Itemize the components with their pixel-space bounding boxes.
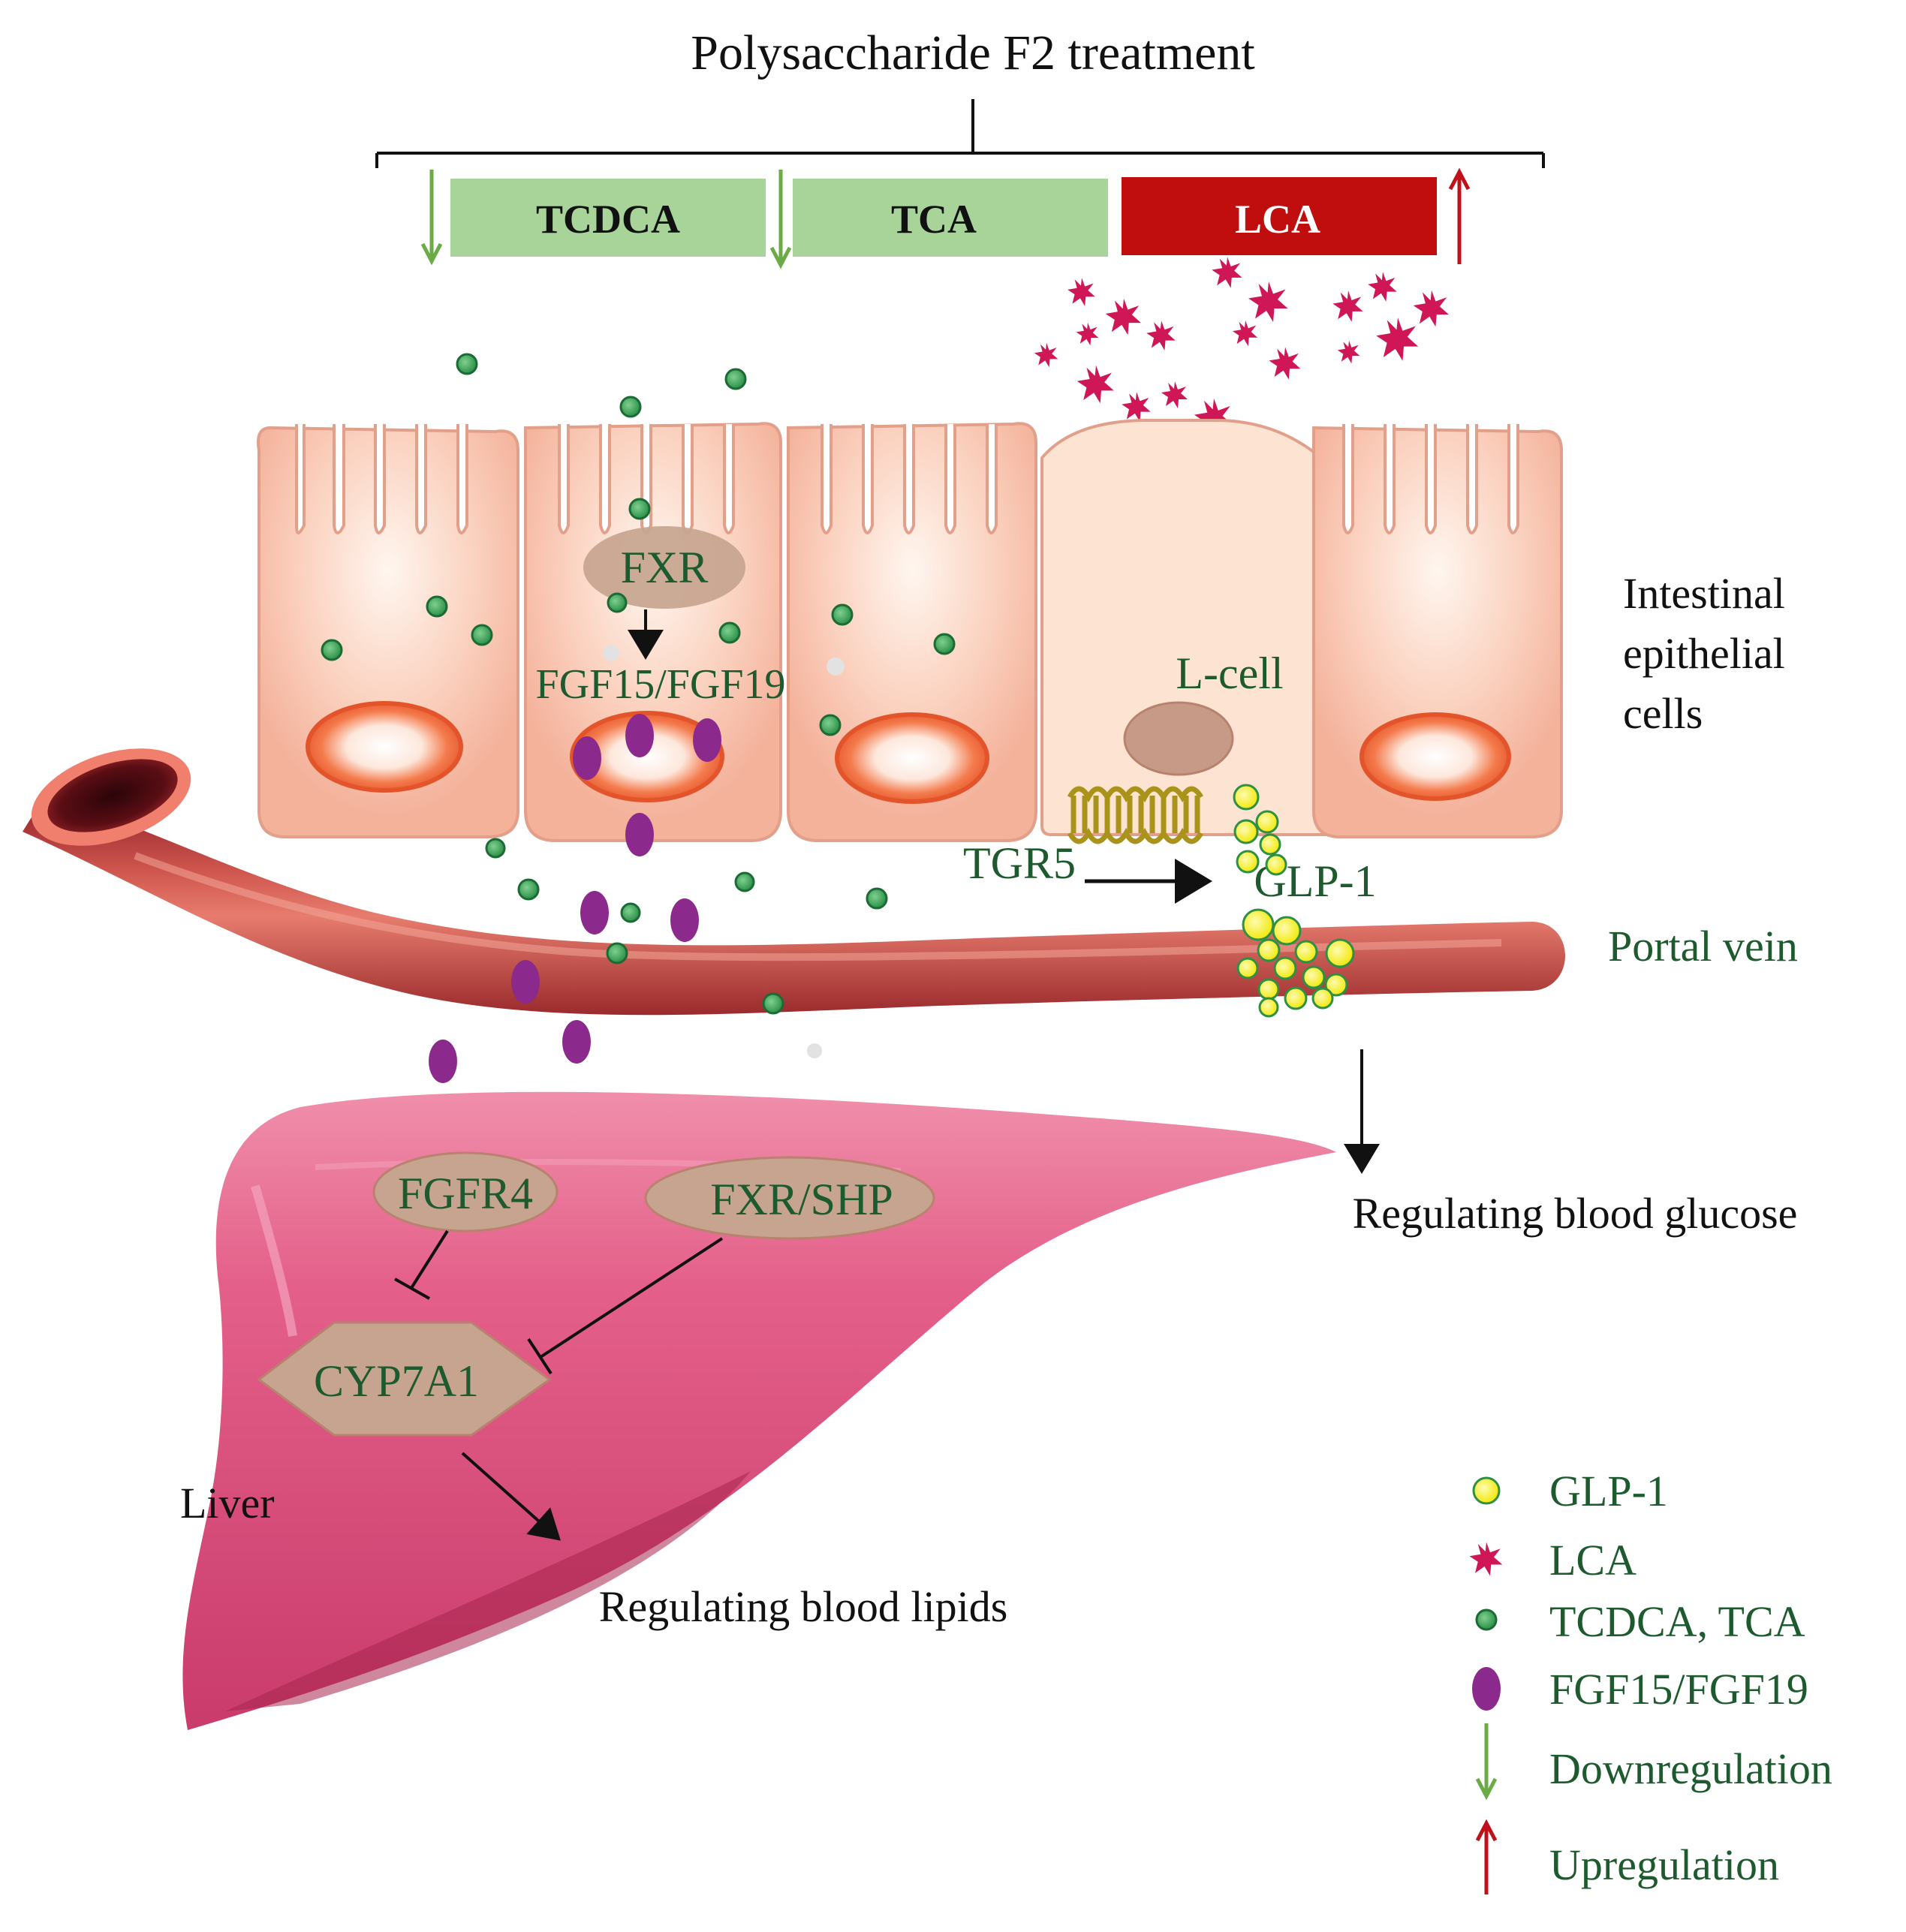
tcdca-tca-dot-icon [1475,1608,1498,1631]
tcdca-tca-dots [321,353,956,1156]
tcdca-down-arrow-icon [420,170,443,266]
nucleus-5 [1359,712,1511,801]
intestinal-cell-3 [787,422,1037,842]
legend-item-fgf: FGF15/FGF19 [1472,1665,1808,1714]
legend-label-down: Downregulation [1549,1744,1832,1793]
intestinal-cell-5 [1312,424,1563,838]
fgfr4-receptor: FGFR4 [372,1151,559,1232]
tcdca-bar-label: TCDCA [536,197,680,242]
legend-label-glp1: GLP-1 [1549,1467,1668,1515]
fxr-receptor: FXR [583,526,745,609]
tgr5-receptor-icon [1067,786,1204,844]
portal-vein-label: Portal vein [1608,922,1798,971]
lca-bar-label: LCA [1235,197,1320,242]
intestinal-label-line-3: cells [1623,689,1703,738]
l-cell-label: L-cell [1176,649,1283,698]
nucleus-2 [570,711,724,802]
l-cell [1040,419,1339,836]
fxr-shp-receptor: FXR/SHP [644,1156,935,1240]
legend-item-lca: LCA [1469,1536,1637,1584]
fxr-shp-inhibits-cyp7a1 [527,1237,724,1375]
intestinal-epithelial-cells-label: Intestinal epithelial cells [1623,569,1785,738]
legend-item-glp1: GLP-1 [1472,1467,1668,1515]
legend-label-up: Upregulation [1549,1840,1779,1889]
nucleus-3 [835,712,989,804]
legend-label-tcdca-tca: TCDCA, TCA [1549,1597,1805,1646]
glp1-dot-icon [1472,1476,1501,1505]
cyp7a1-enzyme: CYP7A1 [257,1321,552,1437]
legend-item-down: Downregulation [1475,1723,1832,1801]
intestinal-cell-1 [257,424,519,838]
cyp7a1-label: CYP7A1 [314,1356,479,1406]
lca-up-arrow-icon [1448,167,1471,264]
fgf15-fgf19-label: FGF15/FGF19 [535,661,785,708]
lipid-arrow [461,1452,561,1541]
fgf-oval-icon [1472,1667,1501,1711]
intestinal-label-line-2: epithelial [1623,629,1785,678]
tgr5-label: TGR5 [963,838,1076,888]
fxr-shp-label: FXR/SHP [710,1175,893,1224]
legend-label-fgf: FGF15/FGF19 [1549,1665,1808,1714]
regulating-lipids-label: Regulating blood lipids [599,1582,1008,1631]
tca-down-arrow-icon [769,170,792,269]
nucleus-1 [306,701,463,793]
legend-item-up: Upregulation [1475,1819,1779,1894]
l-cell-nucleus [1123,701,1234,776]
fgfr4-inhibits-cyp7a1 [394,1229,449,1300]
down-arrow-icon [1475,1723,1498,1801]
liver-label: Liver [180,1479,275,1527]
regulating-glucose-label: Regulating blood glucose [1353,1189,1798,1238]
diagram-title: Polysaccharide F2 treatment [691,26,1254,80]
fxr-label: FXR [621,543,709,592]
glp1-dots [1233,784,1355,1018]
grey-dots [603,645,845,1058]
tcdca-bar: TCDCA [450,179,766,257]
fgfr4-label: FGFR4 [398,1169,533,1218]
intestinal-label-line-1: Intestinal [1623,569,1785,618]
intestinal-cell-2 [524,422,782,842]
lca-star-icon [1469,1542,1503,1576]
portal-vein [23,748,1565,1016]
legend-label-lca: LCA [1549,1536,1637,1584]
legend: GLP-1 LCA TCDCA, TCA FGF15/FGF19 Downreg… [1469,1467,1832,1894]
treatment-bracket [375,99,1545,168]
lca-bar: LCA [1122,177,1437,255]
tca-bar: TCA [793,179,1108,257]
up-arrow-icon [1475,1819,1498,1894]
tca-bar-label: TCA [891,197,977,242]
legend-item-tcdca-tca: TCDCA, TCA [1475,1597,1805,1646]
